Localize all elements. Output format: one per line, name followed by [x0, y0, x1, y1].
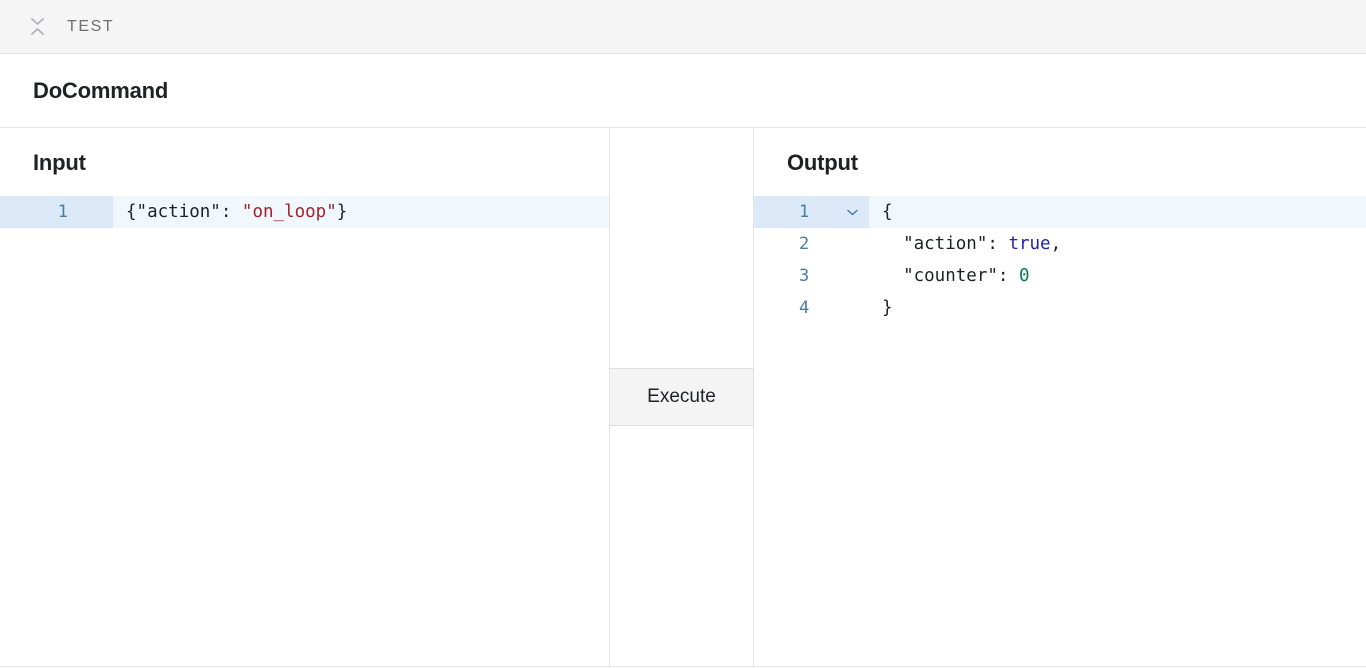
code-text[interactable]: {	[869, 196, 1366, 228]
code-token-bool: true	[1008, 234, 1051, 254]
command-header: DoCommand	[0, 54, 1366, 128]
input-code-editor[interactable]: 1 {"action": "on_loop"}	[0, 196, 609, 228]
chevron-down-icon[interactable]	[845, 205, 859, 219]
code-line[interactable]: 2 "action": true,	[754, 228, 1366, 260]
input-panel: Input 1 {"action": "on_loop"}	[0, 128, 609, 666]
code-text[interactable]: {"action": "on_loop"}	[113, 196, 609, 228]
code-token-punct: ,	[1050, 234, 1062, 254]
line-number: 4	[799, 297, 810, 318]
code-line[interactable]: 1{	[754, 196, 1366, 228]
code-token-punct	[882, 260, 903, 292]
code-text[interactable]: }	[869, 292, 1366, 324]
code-token-punct	[882, 228, 903, 260]
line-number: 1	[57, 201, 68, 222]
code-token-punct: :	[997, 266, 1019, 286]
code-token-key: "action"	[136, 202, 221, 222]
line-gutter: 1	[754, 196, 869, 228]
test-toolbar: TEST	[0, 0, 1366, 54]
chevron-down-icon	[30, 18, 44, 25]
input-heading: Input	[33, 150, 86, 175]
chevron-up-icon	[30, 28, 44, 35]
fold-spacer	[845, 301, 859, 315]
code-token-num: 0	[1018, 266, 1030, 286]
command-title: DoCommand	[33, 77, 169, 103]
code-token-punct: :	[987, 234, 1009, 254]
code-token-punct: {	[882, 202, 893, 222]
code-line[interactable]: 1 {"action": "on_loop"}	[0, 196, 609, 228]
code-token-punct: :	[220, 202, 242, 222]
line-gutter: 2	[754, 228, 869, 260]
output-heading: Output	[787, 150, 858, 175]
code-token-punct: }	[882, 298, 893, 318]
execute-button[interactable]: Execute	[610, 368, 753, 426]
code-text[interactable]: "counter": 0	[869, 260, 1366, 292]
code-token-key: "counter"	[903, 266, 998, 286]
code-token-punct: {	[126, 202, 137, 222]
code-line[interactable]: 4}	[754, 292, 1366, 324]
output-panel: Output 1{2 "action": true,3 "counter": 0…	[754, 128, 1366, 666]
line-gutter: 1	[0, 196, 113, 228]
code-line[interactable]: 3 "counter": 0	[754, 260, 1366, 292]
collapse-chevrons-icon[interactable]	[26, 16, 48, 38]
line-gutter: 3	[754, 260, 869, 292]
code-token-string: "on_loop"	[241, 202, 337, 222]
test-label: TEST	[67, 17, 115, 35]
execute-panel: Execute	[609, 128, 754, 666]
fold-spacer	[845, 269, 859, 283]
fold-spacer	[845, 237, 859, 251]
command-body: Input 1{"action": "on_loop"} Execute Out…	[0, 128, 1366, 667]
line-number: 1	[799, 201, 810, 222]
code-text[interactable]: "action": true,	[869, 228, 1366, 260]
execute-spacer	[610, 128, 753, 368]
line-number: 3	[799, 265, 810, 286]
line-number: 2	[799, 233, 810, 254]
code-token-key: "action"	[903, 234, 988, 254]
line-gutter: 4	[754, 292, 869, 324]
code-token-punct: }	[336, 202, 348, 222]
